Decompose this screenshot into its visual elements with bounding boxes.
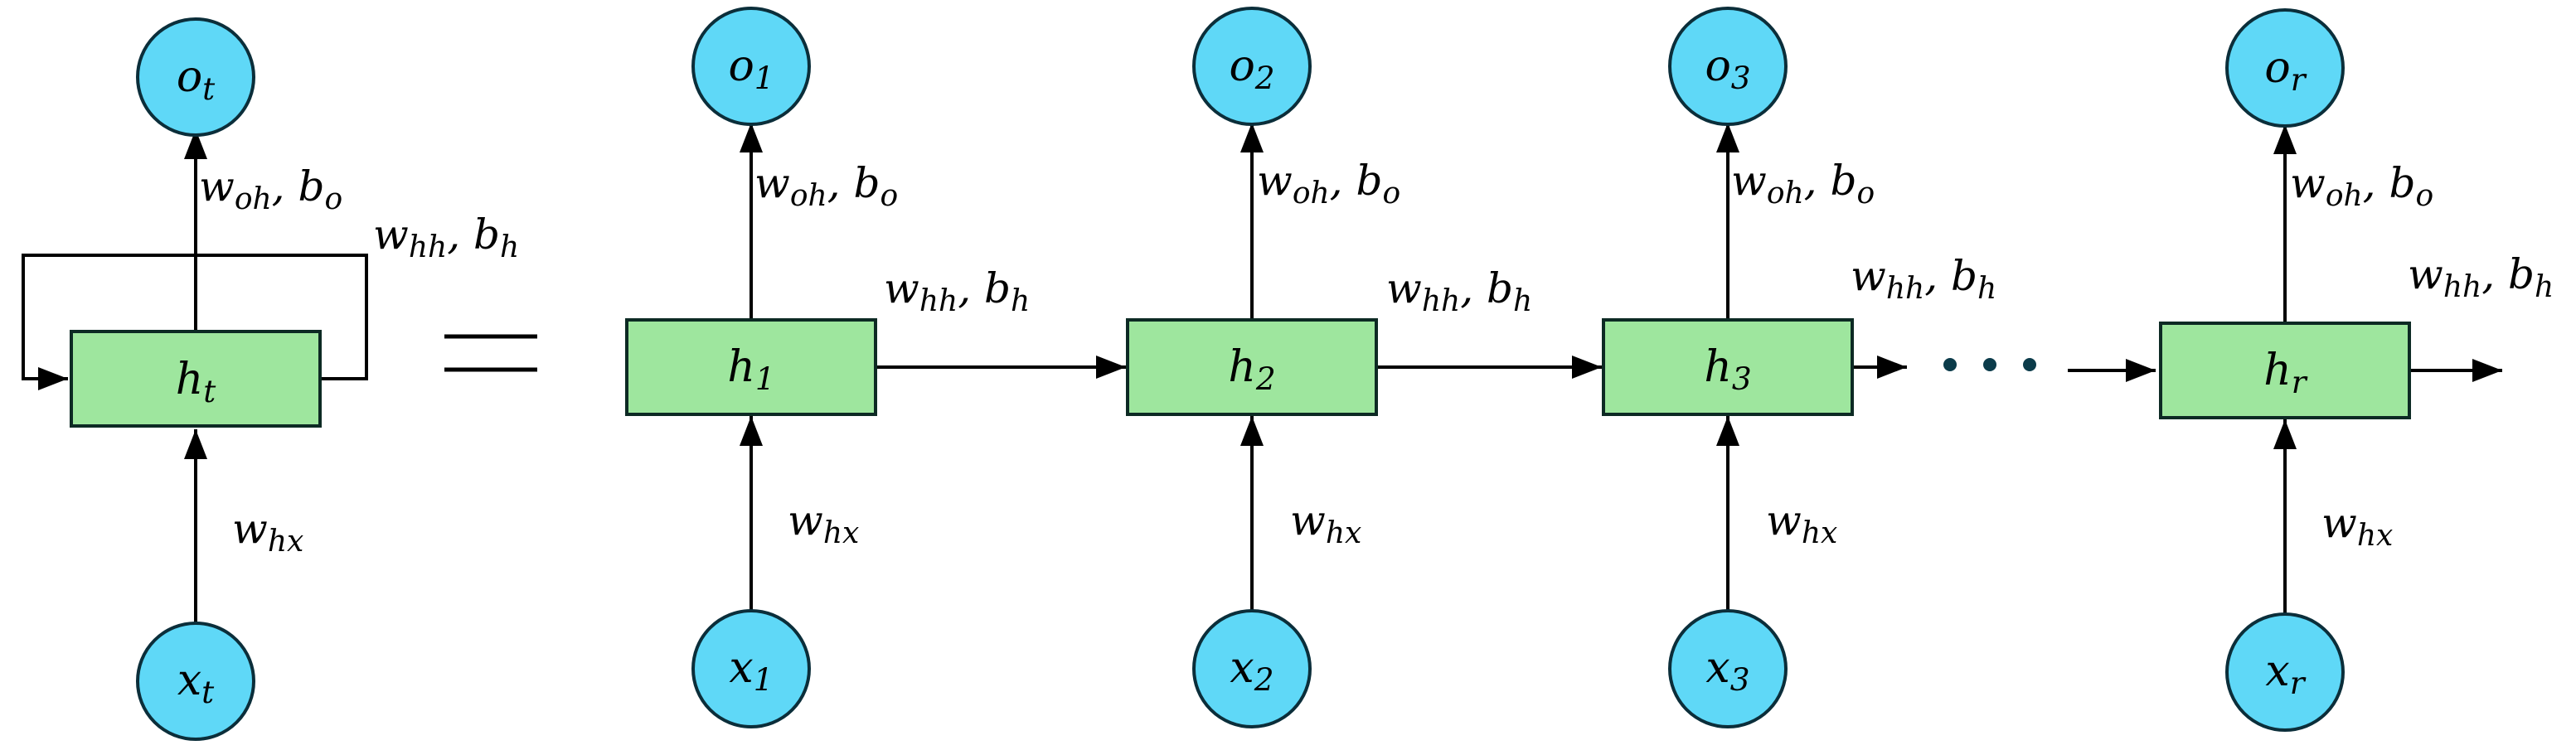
step-3-input-label: x3	[1705, 643, 1749, 698]
step-2-input-label: x2	[1230, 643, 1273, 698]
step-r: or hr xr woh, bo whh, bh whx	[2159, 8, 2554, 732]
step-2-w-hh-b-h-label: whh, bh	[1386, 264, 1532, 318]
step-1-input-node	[691, 609, 811, 728]
step-r-output-node	[2225, 8, 2345, 128]
ellipsis-dot-3	[2023, 358, 2036, 371]
step-1-w-oh-b-o-label: woh, bo	[754, 159, 898, 213]
step-2-hidden-node	[1126, 318, 1378, 416]
step-3-output-label: o3	[1705, 41, 1750, 96]
step-1-output-label: o1	[728, 41, 774, 96]
step-1-output-node	[691, 7, 811, 126]
unrolled-rnn: o1 h1 x1 woh, bo whh, bh whx o2 h2 x2 wo…	[625, 7, 2554, 732]
step-r-w-hx-label: whx	[2321, 499, 2393, 553]
step-1-hidden-label: h1	[727, 342, 774, 397]
step-1-input-label: x1	[729, 643, 773, 698]
step-3-input-node	[1668, 609, 1788, 728]
ellipsis-dot-1	[1943, 358, 1957, 371]
folded-hidden-label: ht	[176, 355, 217, 409]
step-r-input-label: xr	[2265, 646, 2306, 701]
folded-output-node	[136, 17, 255, 137]
step-r-w-hh-b-h-label: whh, bh	[2408, 250, 2554, 304]
folded-input-label: xt	[177, 656, 215, 710]
folded-input-node	[136, 622, 255, 741]
step-r-input-node	[2225, 612, 2345, 732]
ellipsis-dot-2	[1983, 358, 1996, 371]
step-2: o2 h2 x2 woh, bo whh, bh whx	[1126, 7, 1532, 728]
step-3-hidden-node	[1602, 318, 1854, 416]
step-3-output-node	[1668, 7, 1788, 126]
folded-recurrent-loop	[22, 254, 368, 390]
step-r-hidden-node	[2159, 322, 2411, 419]
step-r-w-oh-b-o-label: woh, bo	[2290, 159, 2433, 213]
step-2-w-oh-b-o-label: woh, bo	[1257, 157, 1400, 210]
step-3-w-hx-label: whx	[1766, 496, 1837, 550]
step-3-w-oh-b-o-label: woh, bo	[1731, 157, 1875, 210]
step-3: o3 h3 x3 woh, bo whh, bh whx	[1602, 7, 1996, 728]
step-r-output-label: or	[2264, 43, 2307, 98]
folded-output-label: ot	[177, 52, 216, 107]
step-1-hidden-node	[625, 318, 877, 416]
step-2-w-hx-label: whx	[1290, 496, 1361, 550]
step-1: o1 h1 x1 woh, bo whh, bh whx	[625, 7, 1030, 728]
step-2-output-label: o2	[1229, 41, 1274, 96]
step-3-hidden-label: h3	[1704, 342, 1751, 397]
step-2-input-node	[1192, 609, 1312, 728]
step-1-w-hh-b-h-label: whh, bh	[884, 264, 1030, 318]
step-2-output-node	[1192, 7, 1312, 126]
step-3-w-hh-b-h-label: whh, bh	[1851, 252, 1996, 306]
step-2-hidden-label: h2	[1228, 342, 1275, 397]
folded-w-hh-b-h-label: whh, bh	[373, 210, 519, 264]
folded-rnn: ot ht xt woh, bo whh, bh whx	[22, 17, 519, 741]
folded-hidden-node	[70, 330, 322, 428]
equals-sign	[444, 334, 537, 372]
folded-w-hx-label: whx	[232, 505, 303, 559]
step-r-hidden-label: hr	[2263, 346, 2308, 400]
folded-w-oh-b-o-label: woh, bo	[199, 162, 342, 216]
step-1-w-hx-label: whx	[788, 496, 859, 550]
